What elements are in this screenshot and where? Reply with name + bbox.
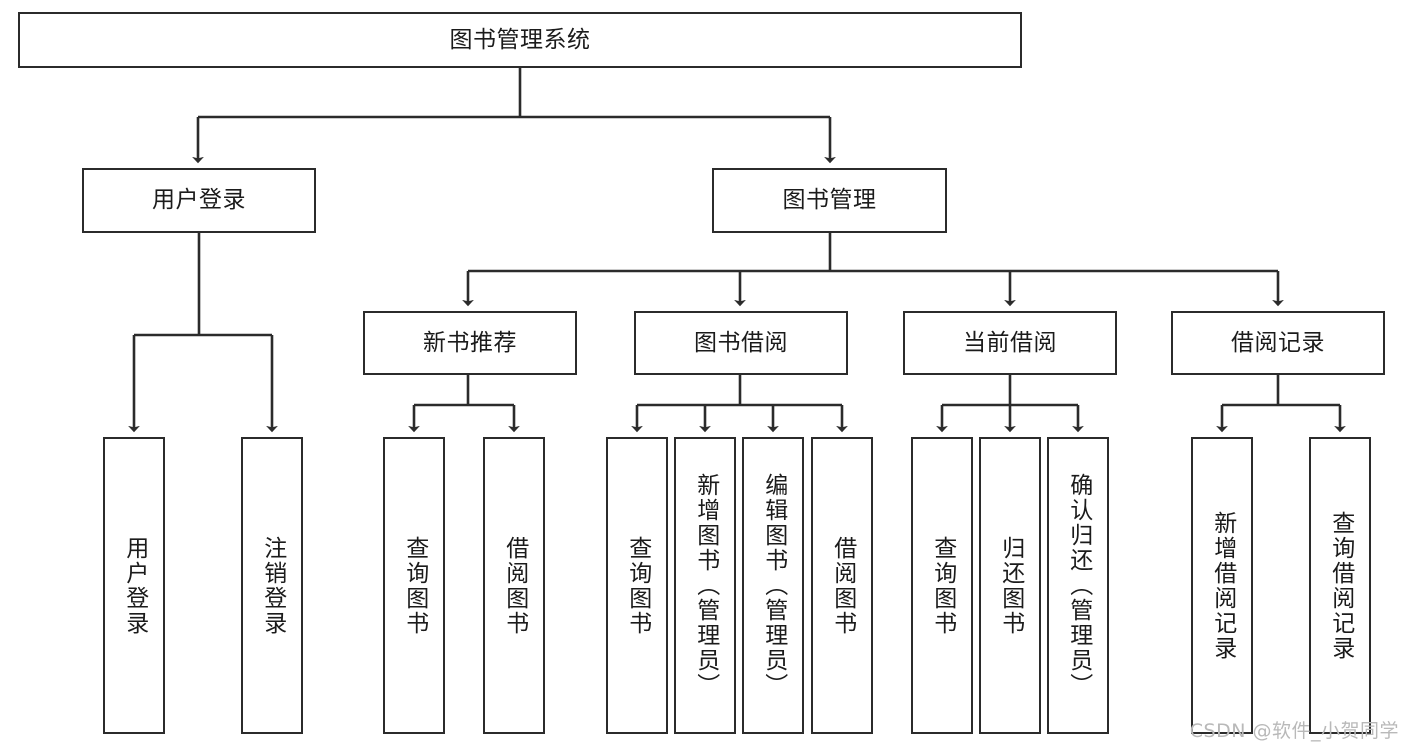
node-leaf-borrow-book-2[interactable]: 借阅图书 xyxy=(811,437,873,734)
node-leaf-return-book[interactable]: 归还图书 xyxy=(979,437,1041,734)
node-current-borrow-label: 当前借阅 xyxy=(963,329,1057,356)
node-leaf-query-book-1[interactable]: 查询图书 xyxy=(383,437,445,734)
node-book-borrow[interactable]: 图书借阅 xyxy=(634,311,848,375)
node-leaf-borrow-book-2-label: 借阅图书 xyxy=(829,535,856,636)
node-new-book-recommend[interactable]: 新书推荐 xyxy=(363,311,577,375)
node-leaf-logout-login-label: 注销登录 xyxy=(259,535,286,636)
node-leaf-query-book-3-label: 查询图书 xyxy=(929,535,956,636)
node-user-login-label: 用户登录 xyxy=(152,187,246,214)
node-leaf-user-login[interactable]: 用户登录 xyxy=(103,437,165,734)
node-leaf-user-login-label: 用户登录 xyxy=(121,535,148,636)
node-new-book-recommend-label: 新书推荐 xyxy=(423,329,517,356)
node-leaf-add-record-label: 新增借阅记录 xyxy=(1209,510,1236,661)
node-leaf-query-book-3[interactable]: 查询图书 xyxy=(911,437,973,734)
node-leaf-query-book-1-label: 查询图书 xyxy=(401,535,428,636)
node-leaf-add-record[interactable]: 新增借阅记录 xyxy=(1191,437,1253,734)
node-leaf-confirm-return-label: 确认归还（管理员） xyxy=(1065,473,1092,698)
node-leaf-query-record-label: 查询借阅记录 xyxy=(1327,510,1354,661)
node-leaf-edit-book[interactable]: 编辑图书（管理员） xyxy=(742,437,804,734)
node-current-borrow[interactable]: 当前借阅 xyxy=(903,311,1117,375)
node-leaf-borrow-book-1[interactable]: 借阅图书 xyxy=(483,437,545,734)
node-leaf-return-book-label: 归还图书 xyxy=(997,535,1024,636)
node-leaf-query-book-2[interactable]: 查询图书 xyxy=(606,437,668,734)
node-leaf-borrow-book-1-label: 借阅图书 xyxy=(501,535,528,636)
node-leaf-add-book-label: 新增图书（管理员） xyxy=(692,473,719,698)
node-leaf-logout-login[interactable]: 注销登录 xyxy=(241,437,303,734)
node-borrow-record[interactable]: 借阅记录 xyxy=(1171,311,1385,375)
node-leaf-query-record[interactable]: 查询借阅记录 xyxy=(1309,437,1371,734)
node-user-login[interactable]: 用户登录 xyxy=(82,168,316,233)
node-leaf-query-book-2-label: 查询图书 xyxy=(624,535,651,636)
node-book-management[interactable]: 图书管理 xyxy=(712,168,947,233)
node-leaf-confirm-return[interactable]: 确认归还（管理员） xyxy=(1047,437,1109,734)
node-leaf-edit-book-label: 编辑图书（管理员） xyxy=(760,473,787,698)
node-borrow-record-label: 借阅记录 xyxy=(1231,329,1325,356)
node-root-label: 图书管理系统 xyxy=(449,26,591,53)
node-root[interactable]: 图书管理系统 xyxy=(18,12,1022,68)
node-book-management-label: 图书管理 xyxy=(782,187,877,214)
node-book-borrow-label: 图书借阅 xyxy=(694,329,788,356)
node-leaf-add-book[interactable]: 新增图书（管理员） xyxy=(674,437,736,734)
